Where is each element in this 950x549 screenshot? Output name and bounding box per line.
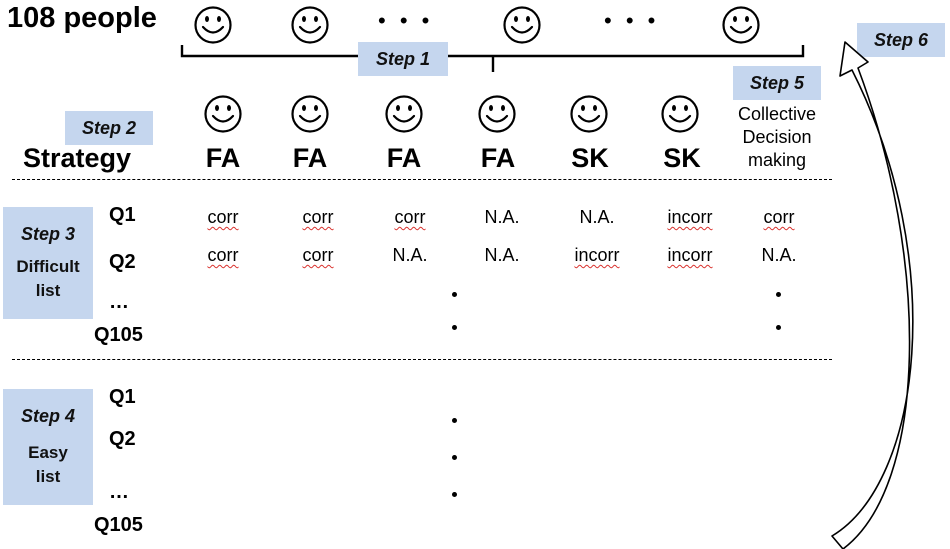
step-4-sub-1: Easy bbox=[28, 442, 68, 462]
difficult-q2-answer: corr bbox=[207, 245, 239, 265]
sampling-brace bbox=[180, 45, 805, 72]
continuation-dot bbox=[776, 292, 781, 297]
continuation-dot bbox=[776, 325, 781, 330]
strategy-sk: SK bbox=[663, 143, 701, 173]
difficult-q1-label: Q1 bbox=[109, 204, 136, 226]
step-6-label: Step 6 bbox=[857, 23, 945, 57]
step-3-difficult-list-label: Step 3 Difficult list bbox=[3, 207, 93, 319]
easy-q-ellipsis: … bbox=[109, 481, 129, 503]
strategy-sk: SK bbox=[571, 143, 609, 173]
easy-q2-label: Q2 bbox=[109, 428, 136, 450]
difficult-q2-collective-answer: N.A. bbox=[761, 245, 797, 265]
difficult-q2-answer: corr bbox=[302, 245, 334, 265]
difficult-q105-label: Q105 bbox=[94, 324, 143, 346]
step-4-sub-2: list bbox=[35, 466, 61, 486]
difficult-q2-answer: N.A. bbox=[484, 245, 520, 265]
strategy-fa: FA bbox=[292, 143, 328, 173]
sampled-person-smiley-icon bbox=[384, 94, 424, 134]
step-3-sub-1: Difficult bbox=[16, 256, 80, 276]
step-3-title: Step 3 bbox=[20, 223, 76, 244]
sampled-person-smiley-icon bbox=[203, 94, 243, 134]
difficult-q1-answer: corr bbox=[394, 207, 426, 227]
step-4-title: Step 4 bbox=[20, 405, 76, 426]
difficult-q1-collective-answer: corr bbox=[763, 207, 795, 227]
continuation-dot bbox=[452, 455, 457, 460]
collective-line-2: Decision bbox=[742, 127, 812, 147]
person-smiley-icon bbox=[721, 5, 761, 45]
difficult-q2-label: Q2 bbox=[109, 251, 136, 273]
easy-q1-label: Q1 bbox=[109, 386, 136, 408]
difficult-q2-answer: incorr bbox=[667, 245, 713, 265]
people-ellipsis: • • • bbox=[604, 8, 660, 33]
difficult-q2-answer: N.A. bbox=[392, 245, 428, 265]
step-3-sub-2: list bbox=[35, 280, 61, 300]
people-ellipsis: • • • bbox=[378, 8, 434, 33]
continuation-dot bbox=[452, 292, 457, 297]
divider-middle bbox=[12, 359, 832, 360]
strategy-fa: FA bbox=[386, 143, 422, 173]
easy-q105-label: Q105 bbox=[94, 514, 143, 536]
strategy-fa: FA bbox=[205, 143, 241, 173]
difficult-q1-answer: incorr bbox=[667, 207, 713, 227]
strategy-fa: FA bbox=[480, 143, 516, 173]
person-smiley-icon bbox=[502, 5, 542, 45]
collective-decision-label: Collective Decision making bbox=[722, 103, 832, 172]
sampled-person-smiley-icon bbox=[569, 94, 609, 134]
continuation-dot bbox=[452, 325, 457, 330]
people-count-label: 108 people bbox=[7, 2, 157, 34]
sampled-person-smiley-icon bbox=[477, 94, 517, 134]
person-smiley-icon bbox=[193, 5, 233, 45]
collective-line-3: making bbox=[747, 150, 807, 170]
difficult-q1-answer: corr bbox=[207, 207, 239, 227]
step-2-label: Step 2 bbox=[65, 111, 153, 145]
step-1-label: Step 1 bbox=[358, 42, 448, 76]
difficult-q-ellipsis: … bbox=[109, 291, 129, 313]
feedback-arrow-icon bbox=[831, 41, 914, 549]
difficult-q1-answer: N.A. bbox=[579, 207, 615, 227]
difficult-q1-answer: N.A. bbox=[484, 207, 520, 227]
difficult-q1-answer: corr bbox=[302, 207, 334, 227]
continuation-dot bbox=[452, 418, 457, 423]
collective-line-1: Collective bbox=[737, 104, 817, 124]
step-5-label: Step 5 bbox=[733, 66, 821, 100]
sampled-person-smiley-icon bbox=[660, 94, 700, 134]
sampled-person-smiley-icon bbox=[290, 94, 330, 134]
continuation-dot bbox=[452, 492, 457, 497]
difficult-q2-answer: incorr bbox=[574, 245, 620, 265]
strategy-label: Strategy bbox=[23, 143, 132, 173]
step-4-easy-list-label: Step 4 Easy list bbox=[3, 389, 93, 505]
person-smiley-icon bbox=[290, 5, 330, 45]
divider-top bbox=[12, 179, 832, 180]
